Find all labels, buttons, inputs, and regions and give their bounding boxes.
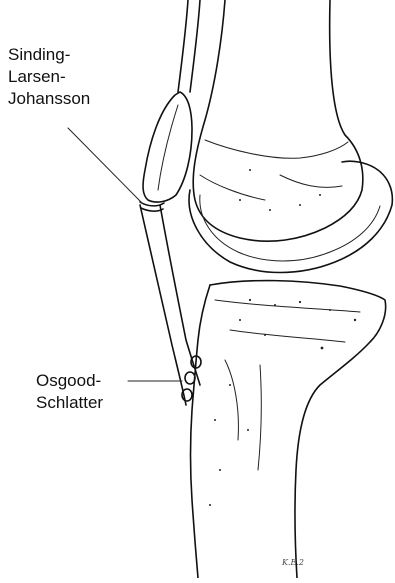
- tibia-plateau-detail: [215, 300, 360, 342]
- femur-condyle-detail: [205, 140, 348, 158]
- label-sinding-line-1: Sinding-: [8, 44, 90, 66]
- patella-facet: [158, 105, 178, 190]
- meniscus-outline: [189, 161, 392, 272]
- patellar-tendon-posterior: [160, 205, 200, 385]
- femur-condyle-detail-2: [200, 175, 342, 200]
- label-osgood-schlatter: Osgood- Schlatter: [36, 370, 103, 414]
- label-osgood-line-2: Schlatter: [36, 392, 103, 414]
- patella-outline: [143, 92, 192, 202]
- label-sinding-line-3: Johansson: [8, 88, 90, 110]
- bone-stipple: [209, 169, 356, 506]
- quadriceps-tendon: [178, 0, 200, 92]
- label-sinding-larsen-johansson: Sinding- Larsen- Johansson: [8, 44, 90, 110]
- ossicle-2: [185, 372, 195, 384]
- label-sinding-line-2: Larsen-: [8, 66, 90, 88]
- tibia-anterior-edge: [191, 285, 211, 578]
- leader-line-sinding: [68, 128, 142, 203]
- tibia-outline: [210, 281, 386, 578]
- femur-outline: [193, 0, 363, 241]
- label-osgood-line-1: Osgood-: [36, 370, 103, 392]
- artist-signature: K.E.2: [281, 558, 304, 567]
- tibia-tuberosity-shading: [225, 360, 261, 470]
- meniscus-inner: [200, 195, 380, 261]
